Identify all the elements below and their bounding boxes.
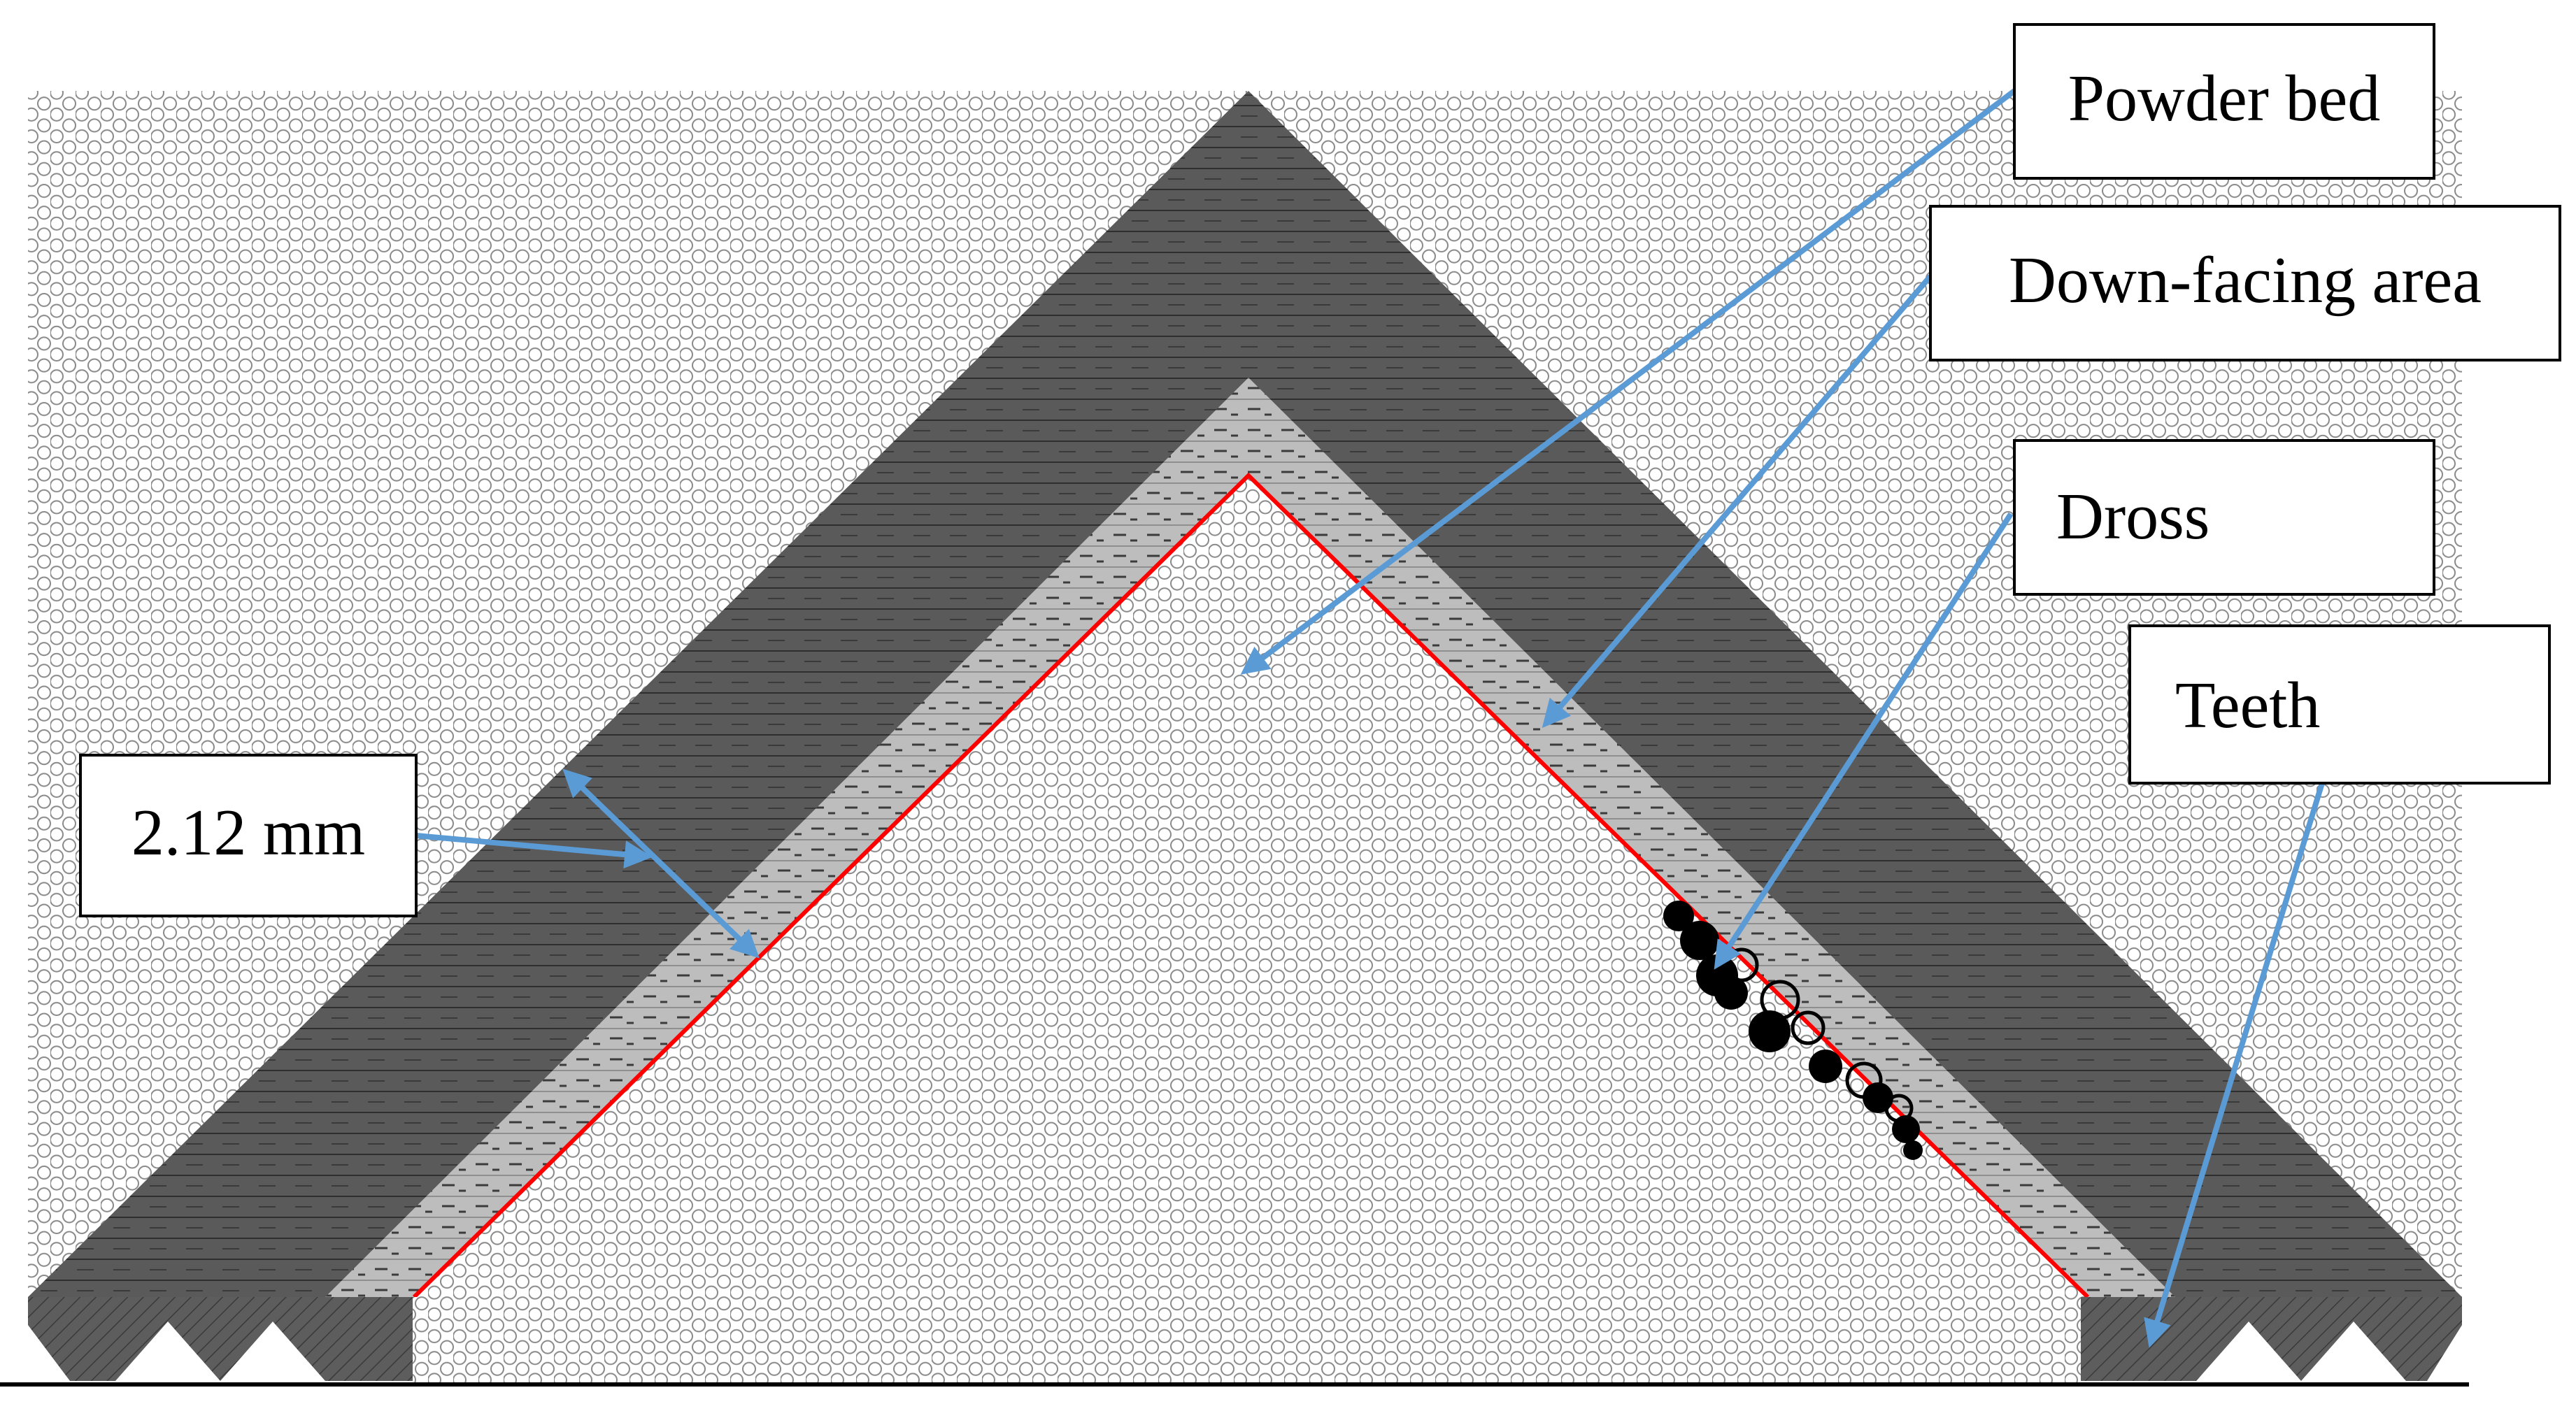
label-dross: Dross (2013, 439, 2435, 596)
contour-line (412, 472, 2090, 1299)
label-down-facing: Down-facing area (1929, 205, 2561, 361)
powder-bed-arrow (1240, 88, 2016, 675)
left-tooth-edge (28, 1297, 70, 1381)
thickness-dimension-arrow (562, 768, 760, 959)
label-thickness: 2.12 mm (79, 754, 418, 917)
label-powder-bed-text: Powder bed (2068, 62, 2380, 135)
dross-particles (1663, 901, 1923, 1160)
teeth-arrow (2144, 782, 2325, 1348)
down-facing-arrow (1542, 274, 1933, 729)
left-teeth (28, 1297, 413, 1381)
label-dross-text: Dross (2056, 480, 2209, 553)
label-down-facing-text: Down-facing area (2009, 244, 2482, 317)
annotation-arrows (415, 88, 2325, 1348)
right-teeth (2081, 1297, 2462, 1381)
label-teeth: Teeth (2128, 624, 2551, 785)
label-powder-bed: Powder bed (2013, 23, 2435, 180)
bottom-powder-strip (414, 1297, 2088, 1384)
label-thickness-text: 2.12 mm (131, 796, 365, 869)
right-tooth-edge (2427, 1297, 2462, 1381)
dross-arrow (1714, 512, 2014, 970)
label-teeth-text: Teeth (2175, 669, 2320, 742)
inner-powder-region (414, 475, 2088, 1297)
